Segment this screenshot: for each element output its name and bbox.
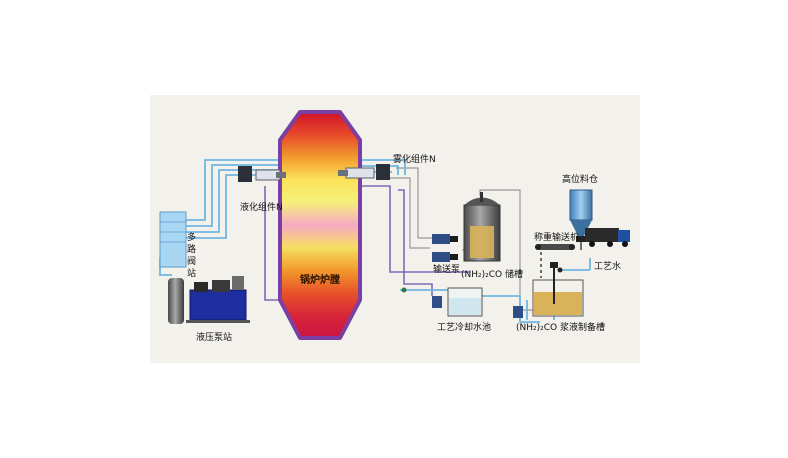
hydraulic-station-label: 液压泵站	[196, 333, 233, 343]
weigh-conveyor-label: 称重输送机	[534, 233, 580, 243]
cooling-pool-label: 工艺冷却水池	[437, 323, 492, 333]
weigh-conveyor	[535, 244, 575, 278]
manifold-label: 多路阀站	[186, 233, 196, 279]
liquefier-label: 液化组件N	[240, 203, 283, 213]
atomizer-label: 雾化组件N	[393, 155, 436, 165]
high-level-hopper	[569, 189, 593, 250]
cooling-pool	[432, 287, 483, 317]
slurry-prep-tank	[513, 262, 584, 318]
storage-tank-label: (NH₂)₂CO 储槽	[461, 270, 523, 280]
storage-tank	[463, 192, 501, 262]
furnace-body	[278, 110, 362, 340]
atomizer-assembly	[338, 164, 390, 180]
hydraulic-pump-station	[168, 276, 250, 324]
transfer-pump-set	[432, 234, 458, 262]
hopper-label: 高位料仓	[562, 175, 599, 185]
purple-process-lines	[264, 185, 470, 301]
liquefier-assembly	[238, 166, 286, 182]
valve-marker	[557, 267, 563, 273]
process-water-label: 工艺水	[594, 262, 622, 272]
delivery-truck	[585, 228, 630, 247]
valve-marker	[401, 287, 407, 293]
slurry-tank-label: (NH₂)₂CO 浆液制备槽	[516, 323, 605, 333]
furnace-label: 锅炉炉膛	[300, 275, 340, 286]
transfer-pump-label: 输送泵	[433, 265, 461, 275]
manifold-valve-station	[159, 211, 187, 268]
